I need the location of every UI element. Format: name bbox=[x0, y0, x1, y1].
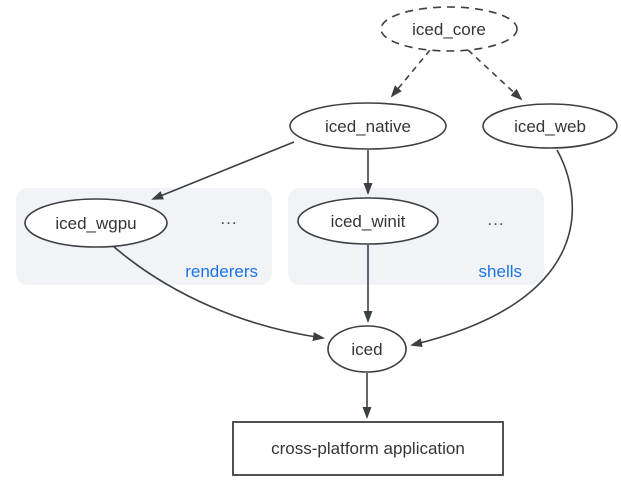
iced-core-label: iced_core bbox=[412, 20, 486, 39]
iced-native-label: iced_native bbox=[325, 117, 411, 136]
node-iced-winit: iced_winit bbox=[297, 197, 439, 245]
application-rect bbox=[232, 421, 504, 476]
iced-web-label: iced_web bbox=[514, 117, 586, 136]
renderers-ellipsis: ... bbox=[220, 209, 237, 228]
node-iced-core: iced_core bbox=[380, 6, 518, 52]
renderers-group-label: renderers bbox=[185, 262, 258, 281]
node-iced-web: iced_web bbox=[482, 103, 618, 149]
iced-wgpu-label: iced_wgpu bbox=[55, 214, 136, 233]
application-label: cross-platform application bbox=[271, 439, 465, 458]
iced-core-ellipse bbox=[380, 6, 518, 52]
iced-web-ellipse bbox=[482, 103, 618, 149]
iced-winit-ellipse bbox=[297, 197, 439, 245]
node-cross-platform-application: cross-platform application bbox=[232, 421, 504, 476]
edge-iced-core-to-iced-web bbox=[467, 49, 523, 101]
iced-native-ellipse bbox=[289, 102, 447, 150]
node-iced: iced bbox=[327, 325, 407, 373]
iced-wgpu-ellipse bbox=[24, 198, 168, 248]
edge-iced-core-to-iced-native bbox=[390, 49, 431, 98]
shells-ellipsis: ... bbox=[487, 210, 504, 229]
edge-iced-native-to-iced-wgpu bbox=[151, 141, 295, 200]
node-iced-wgpu: iced_wgpu bbox=[24, 198, 168, 248]
iced-ellipse bbox=[327, 325, 407, 373]
shells-group-label: shells bbox=[479, 262, 522, 281]
iced-label: iced bbox=[351, 340, 382, 359]
edge-iced-web-to-iced bbox=[410, 149, 574, 348]
node-iced-native: iced_native bbox=[289, 102, 447, 150]
iced-winit-label: iced_winit bbox=[331, 212, 406, 231]
edge-iced-wgpu-to-iced bbox=[112, 245, 325, 342]
